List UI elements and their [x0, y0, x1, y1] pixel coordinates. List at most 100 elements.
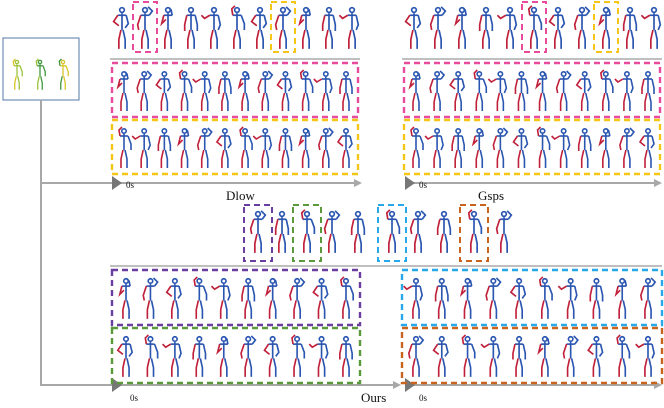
history-figure-1-leg-left	[14, 76, 17, 90]
gsps-row-top-figure-5	[487, 71, 508, 111]
ours-left-row-bottom-figure-4-leg-left	[195, 358, 200, 377]
gsps-row-bottom-figure-4-leg-right	[479, 149, 484, 168]
dlow-row-bottom-figure-8-leg-left	[261, 149, 266, 168]
ours-left-row-bottom-figure-7	[263, 335, 280, 377]
gsps-preview-figure-8	[573, 6, 591, 49]
ours-right-row-top-figure-4-arm-left	[485, 285, 491, 301]
ours-left-row-top-figure-3-arm-right	[177, 285, 182, 299]
ours-preview-figure-9-leg-right	[474, 233, 478, 253]
gsps-preview-figure-6-head	[530, 6, 538, 14]
dlow-row-top-figure-7-leg-left	[241, 92, 245, 111]
gsps-row-top-figure-10-arm-left	[599, 69, 605, 80]
gsps-preview-figure-8-head	[578, 6, 586, 14]
gsps-row-bottom-figure-8-head	[560, 128, 567, 135]
dlow-row-top-figure-6-arm-left	[218, 78, 222, 94]
gsps-row-bottom-figure-9-arm-right	[587, 135, 592, 151]
gsps-preview-figure-4-leg-right	[486, 29, 490, 49]
ours-left-row-top-figure-2-leg-left	[146, 300, 151, 319]
gsps-row-bottom-figure-5-arm-right	[502, 127, 509, 137]
gsps-row-top-figure-9-arm-left	[575, 78, 583, 90]
ours-right-row-bottom-figure-9-arm-left	[616, 334, 621, 345]
ours-left-row-bottom-figure-2-leg-left	[146, 358, 151, 377]
dlow-row-top-figure-10-arm-left	[299, 69, 305, 80]
gsps-row-top-figure-12	[641, 71, 655, 111]
gsps-row-top-figure-10-leg-left	[602, 92, 606, 111]
ours-right-row-bottom-figure-4-arm-right	[496, 343, 501, 359]
ours-preview-figure-5-arm-left	[350, 219, 355, 235]
ours-preview-figure-10-head	[500, 210, 508, 218]
dlow-preview-figure-3-leg-left	[164, 29, 168, 49]
dlow-row-bottom-figure-2-arm-left	[131, 135, 141, 141]
ours-right-row-bottom-figure-4-leg-right	[493, 358, 498, 377]
gsps-row-bottom-figure-12-leg-left	[644, 149, 648, 168]
ours-preview-figure-9-leg-left	[470, 233, 474, 253]
axis-ours-left-start-marker	[112, 378, 122, 392]
ours-preview-figure-6-arm-left	[385, 209, 391, 220]
gsps-preview-figure-1-head	[410, 6, 418, 14]
ours-right-row-bottom-figure-7-arm-right	[573, 335, 579, 345]
gsps-row-top-figure-2-arm-left	[429, 78, 434, 94]
ours-left-row-top-figure-3-leg-left	[170, 300, 175, 319]
dlow-row-top-figure-3-arm-right	[166, 78, 172, 92]
gsps-row-bottom-figure-12-head	[644, 128, 651, 135]
ours-left-row-bottom-figure-10	[339, 335, 353, 377]
dlow-row-top-figure-10-arm-right	[308, 78, 314, 93]
ours-right-row-top-figure-2-leg-left	[437, 300, 442, 319]
gsps-row-bottom-figure-7-arm-right	[545, 135, 551, 150]
dlow-row-bottom-figure-3-leg-right	[164, 149, 169, 168]
dlow-row-top-figure-2-arm-right	[146, 70, 153, 80]
gsps-row-bottom-figure-2-leg-right	[437, 149, 441, 168]
gsps-row-top-figure-11-arm-left	[614, 78, 624, 84]
gsps-row-bottom-figure-6-leg-left	[517, 149, 522, 168]
ours-right-row-bottom-figure-6	[537, 335, 550, 377]
dlow-row-top-figure-2-leg-left	[140, 92, 144, 111]
ours-right-row-top-figure-1	[403, 277, 424, 319]
ours-right-row-bottom-figure-10-leg-left	[644, 358, 648, 377]
ours-left-row-bottom-figure-1-leg-right	[126, 358, 130, 377]
dlow-row-bottom-figure-11-arm-left	[317, 135, 323, 151]
gsps-row-bottom-box	[402, 118, 662, 176]
gsps-preview-highlight-top	[521, 1, 547, 53]
dlow-preview-figure-1-head	[118, 6, 126, 14]
gsps-row-top-figure-9-leg-left	[580, 92, 585, 111]
gsps-preview-figure-8-arm-right	[584, 6, 591, 16]
ours-left-row-top-figure-2-arm-right	[152, 277, 159, 287]
ours-right-row-top-figure-2-arm-left	[434, 285, 439, 302]
dlow-preview-figure-1-leg-left	[118, 29, 122, 49]
gsps-preview-figure-1-arm-right	[416, 15, 422, 29]
gsps-row-bottom-figure-10	[598, 128, 611, 168]
dlow-row-bottom-figure-12-leg-left	[342, 149, 346, 168]
gsps-row-top-figure-1-arm-right	[416, 71, 421, 80]
gsps-row-top-figure-10-leg-right	[606, 92, 610, 111]
ours-left-row-top-figure-1	[118, 277, 131, 319]
ours-left-row-top-figure-7-leg-right	[272, 300, 277, 319]
gsps-row-bottom-figure-6-leg-right	[521, 149, 526, 168]
ours-right-row-top-figure-8-leg-right	[596, 300, 601, 319]
gsps-preview-figure-2-arm-right	[440, 6, 447, 16]
dlow-row-top-figure-12-arm-right	[349, 78, 353, 94]
ours-left-row-top-figure-1-arm-right	[126, 278, 131, 287]
ours-left-row-bottom-figure-8-leg-left	[293, 358, 297, 377]
ours-right-row-top-figure-2-arm-right	[445, 285, 449, 302]
dlow-row-top-figure-9	[276, 71, 293, 111]
ours-right-row-top-figure-2	[434, 277, 449, 319]
ours-right-row-top-figure-10-leg-left	[644, 300, 648, 319]
ours-right-row-top-figure-5-leg-left	[515, 300, 519, 319]
dlow-row-top-figure-5	[192, 71, 212, 111]
ours-left-row-top-figure-6-leg-right	[248, 300, 253, 319]
ours-preview-figure-1-head	[254, 210, 262, 218]
ours-preview-figure-1-arm-left	[249, 218, 255, 235]
gsps-preview-figure-1-leg-left	[410, 29, 414, 49]
ours-preview-figure-8-head	[440, 210, 448, 218]
gsps-row-top-figure-11-head	[623, 71, 630, 78]
ours-right-row-bottom-figure-4	[480, 335, 501, 377]
gsps-row-bottom-figure-1-leg-left	[412, 149, 416, 168]
ours-right-row-top-figure-3	[459, 277, 473, 319]
gsps-row-bottom-figure-10-arm-left	[598, 135, 605, 147]
dlow-preview-figure-3	[160, 6, 174, 49]
ours-right-row-bottom-figure-3	[461, 334, 476, 377]
ours-preview-figure-10-leg-left	[500, 233, 504, 253]
ours-left-row-bottom-figure-10-arm-left	[339, 343, 343, 360]
ours-right-row-bottom-figure-3-leg-left	[463, 358, 468, 377]
ours-preview-figure-8	[436, 210, 452, 253]
